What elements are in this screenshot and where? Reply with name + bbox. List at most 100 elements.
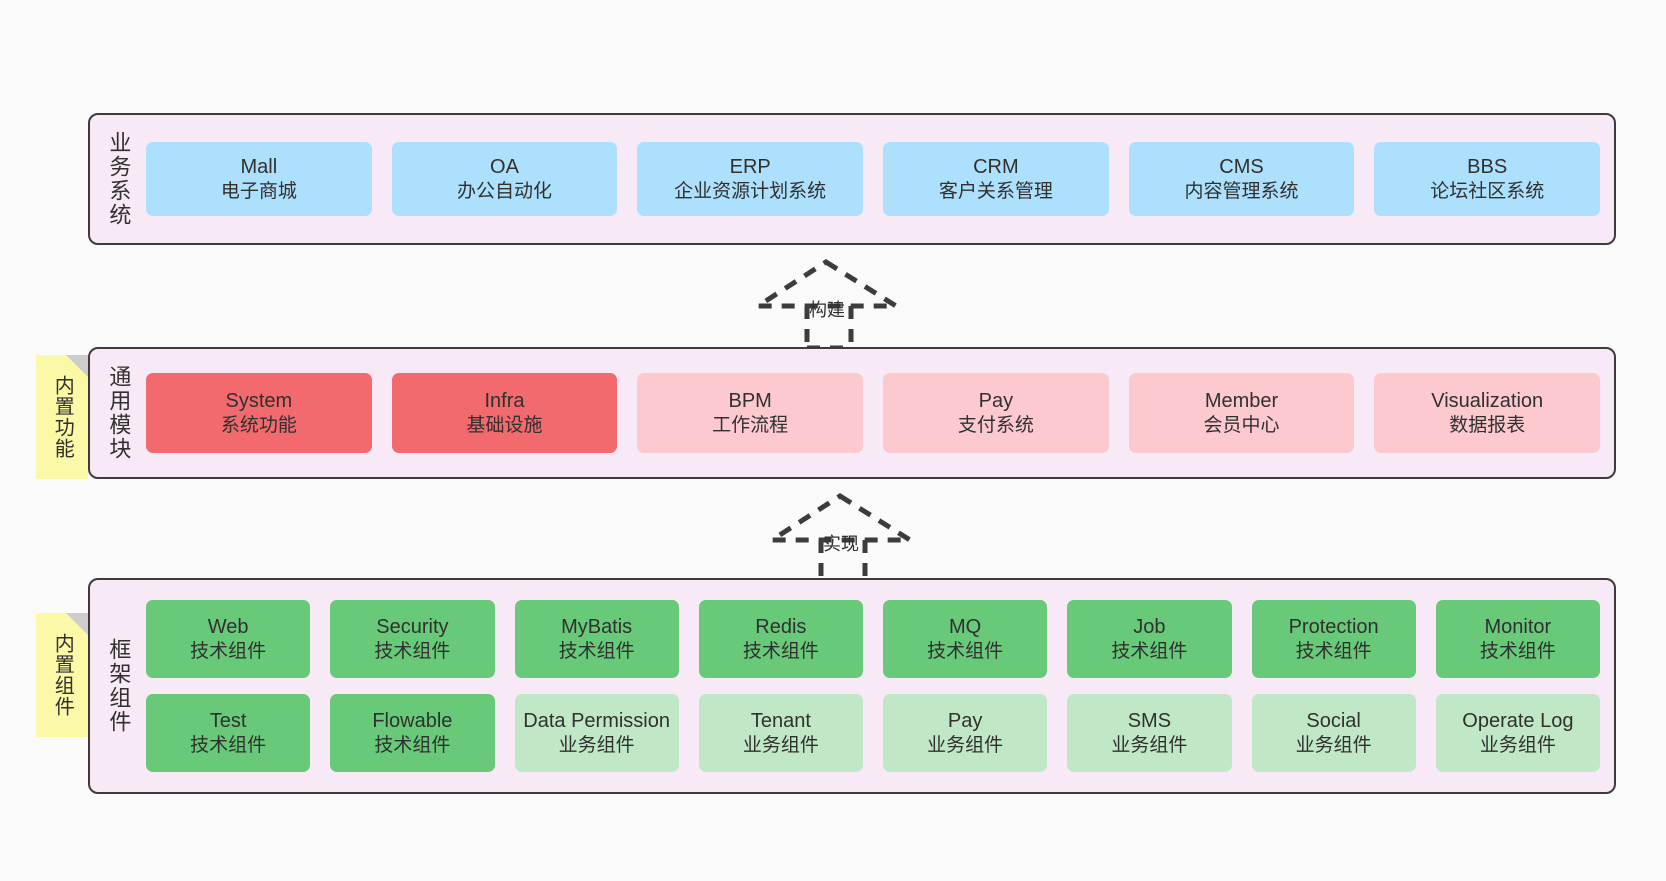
node-visualization[interactable]: Visualization 数据报表 xyxy=(1374,373,1601,453)
layer-title-common-modules: 通用模块 xyxy=(106,365,132,461)
node-protection[interactable]: Protection 技术组件 xyxy=(1251,600,1416,678)
layer-body-business-systems: Mall 电子商城 OA 办公自动化 ERP 企业资源计划系统 CRM 客户关系… xyxy=(146,115,1614,243)
node-label-en: Monitor xyxy=(1484,615,1552,638)
node-label-en: CRM xyxy=(973,155,1019,178)
layer-body-framework-components: Web 技术组件 Security 技术组件 MyBatis 技术组件 Redi… xyxy=(146,580,1614,792)
connector-label-build: 构建 xyxy=(809,300,845,320)
node-label-cn: 业务组件 xyxy=(1111,734,1188,756)
layer-framework-components: 框架组件 Web 技术组件 Security 技术组件 MyBatis 技术组件… xyxy=(88,578,1616,794)
connector-label-implement: 实现 xyxy=(823,534,859,554)
node-system[interactable]: System 系统功能 xyxy=(146,373,372,453)
node-row: Test 技术组件 Flowable 技术组件 Data Permission … xyxy=(146,694,1600,772)
node-data-permission[interactable]: Data Permission 业务组件 xyxy=(514,694,679,772)
node-label-en: MQ xyxy=(949,615,982,638)
note-builtin-components: 内置组件 xyxy=(36,613,88,737)
node-label-cn: 会员中心 xyxy=(1203,414,1280,436)
node-mybatis[interactable]: MyBatis 技术组件 xyxy=(514,600,679,678)
node-label-en: Pay xyxy=(947,709,983,732)
node-tenant[interactable]: Tenant 业务组件 xyxy=(698,694,863,772)
node-label-cn: 技术组件 xyxy=(1479,640,1556,662)
node-label-en: Tenant xyxy=(750,709,811,732)
note-builtin-features: 内置功能 xyxy=(36,355,88,479)
node-label-cn: 技术组件 xyxy=(374,734,451,756)
node-social[interactable]: Social 业务组件 xyxy=(1251,694,1416,772)
node-label-cn: 企业资源计划系统 xyxy=(674,180,827,202)
node-label-cn: 电子商城 xyxy=(220,180,297,202)
node-label-cn: 客户关系管理 xyxy=(938,180,1053,202)
node-infra[interactable]: Infra 基础设施 xyxy=(391,373,618,453)
node-label-en: SMS xyxy=(1127,709,1172,732)
node-label-cn: 技术组件 xyxy=(558,640,635,662)
node-label-en: CMS xyxy=(1219,155,1264,178)
node-label-en: ERP xyxy=(729,155,771,178)
node-label-en: Visualization xyxy=(1431,389,1544,412)
node-label-cn: 技术组件 xyxy=(374,640,451,662)
node-label-en: Test xyxy=(209,709,247,732)
node-pay[interactable]: Pay 支付系统 xyxy=(883,373,1109,453)
node-row: Mall 电子商城 OA 办公自动化 ERP 企业资源计划系统 CRM 客户关系… xyxy=(146,142,1601,216)
node-erp[interactable]: ERP 企业资源计划系统 xyxy=(637,142,864,216)
node-label-en: Data Permission xyxy=(523,709,670,732)
node-row: Web 技术组件 Security 技术组件 MyBatis 技术组件 Redi… xyxy=(146,600,1600,678)
node-label-cn: 技术组件 xyxy=(1295,640,1372,662)
layer-title-business-systems: 业务系统 xyxy=(106,131,132,227)
node-member[interactable]: Member 会员中心 xyxy=(1128,373,1355,453)
node-monitor[interactable]: Monitor 技术组件 xyxy=(1435,600,1600,678)
node-label-cn: 工作流程 xyxy=(712,414,789,436)
node-label-en: Protection xyxy=(1288,615,1379,638)
node-label-en: Flowable xyxy=(372,709,453,732)
node-test[interactable]: Test 技术组件 xyxy=(146,694,311,772)
node-label-en: Member xyxy=(1204,389,1279,412)
node-label-cn: 技术组件 xyxy=(742,640,819,662)
connector-implement: 实现 xyxy=(763,492,920,585)
node-label-cn: 业务组件 xyxy=(1295,734,1372,756)
node-label-cn: 基础设施 xyxy=(466,414,543,436)
node-label-cn: 数据报表 xyxy=(1449,414,1526,436)
node-label-en: Operate Log xyxy=(1462,709,1574,732)
node-label-en: Social xyxy=(1306,709,1361,732)
node-label-en: Job xyxy=(1133,615,1166,638)
node-mall[interactable]: Mall 电子商城 xyxy=(146,142,372,216)
node-label-en: Web xyxy=(207,615,249,638)
node-label-cn: 技术组件 xyxy=(927,640,1004,662)
node-label-cn: 业务组件 xyxy=(742,734,819,756)
node-crm[interactable]: CRM 客户关系管理 xyxy=(883,142,1109,216)
layer-business-systems: 业务系统 Mall 电子商城 OA 办公自动化 ERP 企业资源计划系统 CRM… xyxy=(88,113,1616,245)
node-label-en: System xyxy=(225,389,293,412)
node-label-cn: 业务组件 xyxy=(927,734,1004,756)
layer-common-modules: 通用模块 System 系统功能 Infra 基础设施 BPM 工作流程 Pay… xyxy=(88,347,1616,479)
node-label-cn: 业务组件 xyxy=(1479,734,1556,756)
node-label-en: Pay xyxy=(978,389,1014,412)
layer-body-common-modules: System 系统功能 Infra 基础设施 BPM 工作流程 Pay 支付系统… xyxy=(146,349,1614,477)
node-label-en: BBS xyxy=(1467,155,1508,178)
node-oa[interactable]: OA 办公自动化 xyxy=(391,142,618,216)
node-sms[interactable]: SMS 业务组件 xyxy=(1067,694,1232,772)
node-label-en: MyBatis xyxy=(561,615,633,638)
node-label-cn: 办公自动化 xyxy=(457,180,553,202)
node-flowable[interactable]: Flowable 技术组件 xyxy=(330,694,495,772)
node-job[interactable]: Job 技术组件 xyxy=(1067,600,1232,678)
node-row: System 系统功能 Infra 基础设施 BPM 工作流程 Pay 支付系统… xyxy=(146,373,1601,453)
folded-corner-icon xyxy=(66,613,88,635)
node-label-cn: 内容管理系统 xyxy=(1184,180,1299,202)
connector-build: 构建 xyxy=(749,258,906,351)
node-operate-log[interactable]: Operate Log 业务组件 xyxy=(1435,694,1600,772)
node-redis[interactable]: Redis 技术组件 xyxy=(698,600,863,678)
node-web[interactable]: Web 技术组件 xyxy=(146,600,311,678)
node-bbs[interactable]: BBS 论坛社区系统 xyxy=(1374,142,1601,216)
node-label-en: OA xyxy=(490,155,519,178)
node-bpm[interactable]: BPM 工作流程 xyxy=(637,373,864,453)
node-cms[interactable]: CMS 内容管理系统 xyxy=(1128,142,1355,216)
node-mq[interactable]: MQ 技术组件 xyxy=(883,600,1048,678)
node-label-en: Infra xyxy=(484,389,525,412)
node-label-cn: 技术组件 xyxy=(190,734,267,756)
note-label: 内置功能 xyxy=(51,375,74,459)
node-label-cn: 系统功能 xyxy=(220,414,297,436)
node-label-cn: 技术组件 xyxy=(1111,640,1188,662)
node-label-en: Mall xyxy=(240,155,278,178)
note-label: 内置组件 xyxy=(51,633,74,717)
node-pay-business[interactable]: Pay 业务组件 xyxy=(883,694,1048,772)
node-label-cn: 业务组件 xyxy=(558,734,635,756)
node-security[interactable]: Security 技术组件 xyxy=(330,600,495,678)
node-label-en: Security xyxy=(376,615,449,638)
